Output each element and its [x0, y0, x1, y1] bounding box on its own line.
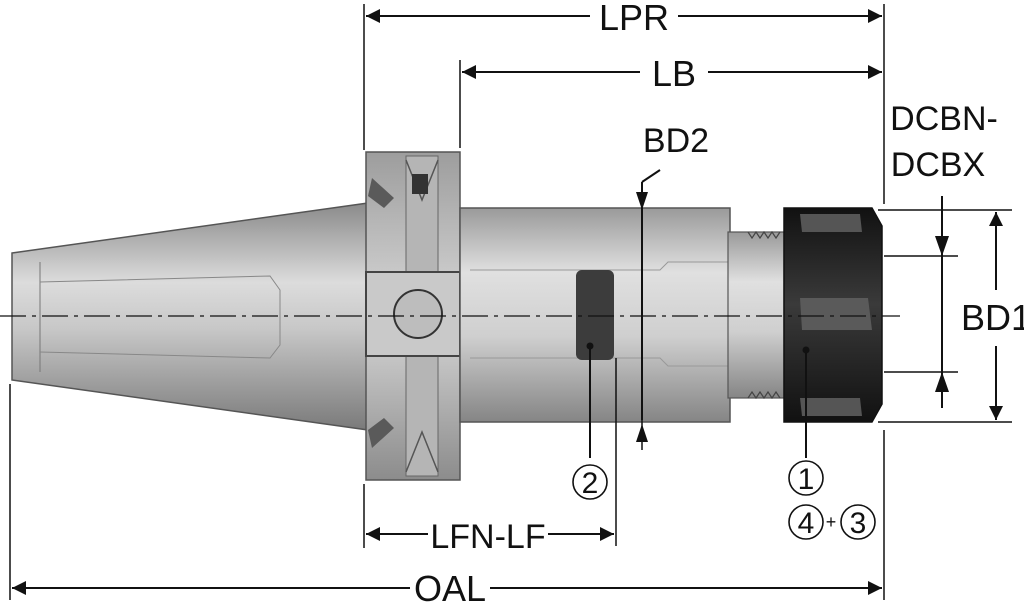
- nut-slot-bottom: [800, 398, 862, 416]
- extension-lines: [9, 4, 1012, 600]
- thread-section: [727, 231, 785, 399]
- dcbn-arrow-top: [935, 236, 949, 256]
- bd2-leader: [641, 169, 661, 183]
- dcbx-label: DCBX: [891, 146, 985, 184]
- callout-4-circle: [788, 504, 824, 540]
- flange-slot-top: [412, 174, 428, 194]
- drive-hole: [393, 289, 443, 339]
- body-inner-bore: [470, 261, 730, 271]
- callout-1-dot: [802, 346, 810, 354]
- nut-slot-middle: [800, 298, 872, 330]
- dcbn-arrow-bottom: [935, 372, 949, 392]
- nut-slot-top: [800, 214, 862, 232]
- callout-4: 4: [788, 504, 824, 540]
- callout-3-number: 3: [850, 507, 867, 540]
- body-inner-bore-lower: [470, 357, 730, 367]
- callout-2-number: 2: [582, 467, 599, 500]
- dcbn-label: DCBN-: [890, 100, 998, 138]
- bd2-label: BD2: [643, 122, 709, 160]
- flange-v-groove-top: [405, 159, 439, 203]
- arrowheads: [586, 192, 949, 442]
- callout-1-circle: [788, 460, 824, 496]
- bd1-label: BD1: [961, 297, 1024, 338]
- callout-2: 2: [572, 464, 608, 500]
- callout-2-circle: [572, 464, 608, 500]
- flange-notch-top: [368, 178, 394, 208]
- callout-2-dot: [586, 342, 594, 350]
- callout-3-circle: [840, 504, 876, 540]
- callout-plus-sign: +: [826, 512, 837, 532]
- lfn-lf-label: LFN-LF: [430, 518, 545, 556]
- callout-4-number: 4: [798, 507, 815, 540]
- bd2-arrow-top: [636, 192, 648, 210]
- flange-notch-bottom: [368, 418, 394, 448]
- body-ring: [576, 270, 614, 360]
- oal-label: OAL: [414, 568, 486, 604]
- dimension-lines: [12, 9, 1003, 595]
- thread-teeth-top: [747, 230, 781, 240]
- thread-teeth-bottom: [747, 390, 781, 400]
- callout-3: 3: [840, 504, 876, 540]
- callout-1-number: 1: [798, 463, 815, 496]
- callout-1: 1: [788, 460, 824, 496]
- flange-v-groove-bottom: [405, 429, 439, 473]
- taper-bore-line: [39, 275, 281, 359]
- lpr-label: LPR: [599, 0, 669, 38]
- bd2-arrow-bottom: [636, 424, 648, 442]
- lb-label: LB: [652, 53, 696, 94]
